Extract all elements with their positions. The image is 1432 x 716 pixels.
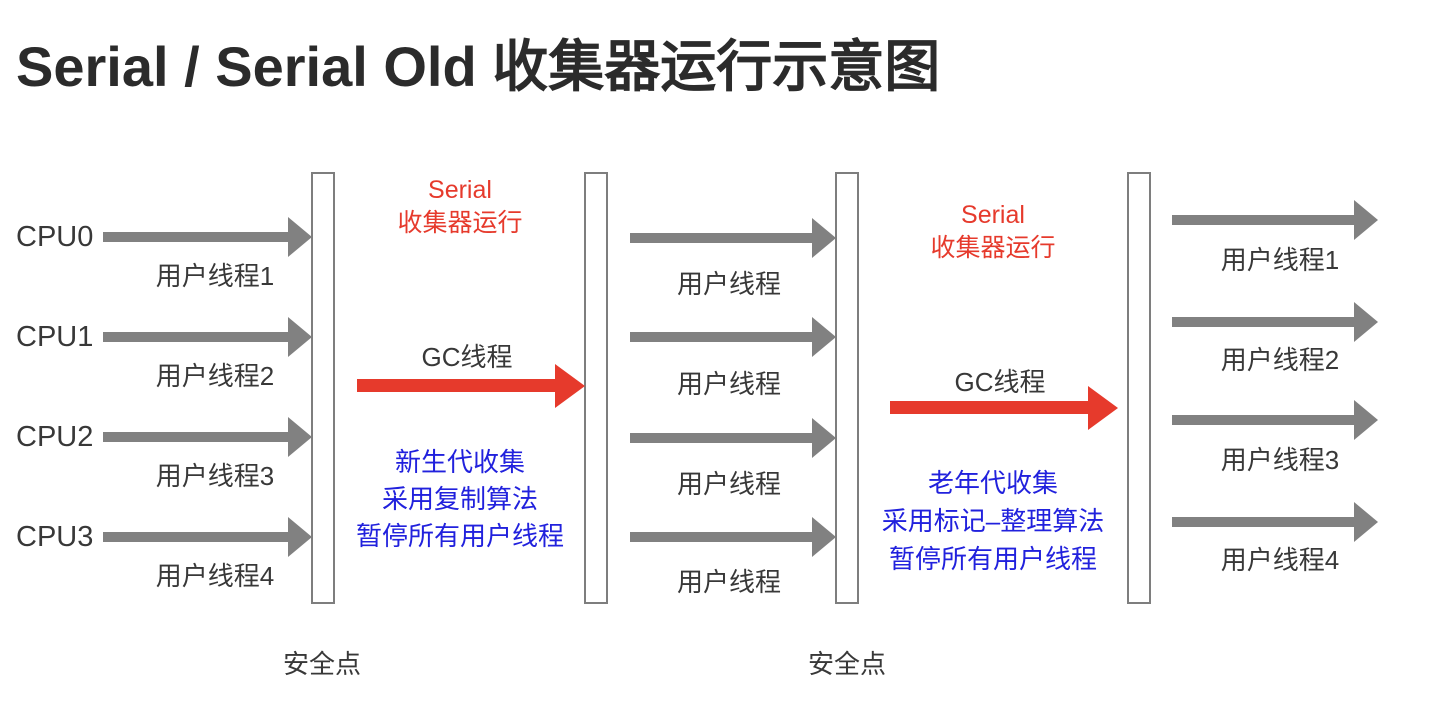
arrow-shaft: [1172, 317, 1354, 327]
user-thread-arrow: [630, 218, 836, 258]
safepoint-bar-1: [311, 172, 335, 604]
user-thread-arrow: [103, 417, 312, 457]
user-thread-arrow: [630, 418, 836, 458]
cpu-label-0: CPU0: [16, 221, 94, 253]
gc-collector-name: Serial: [428, 176, 492, 204]
arrow-shaft: [1172, 215, 1354, 225]
arrow-head-icon: [288, 317, 312, 357]
gc-notes: 老年代收集 采用标记–整理算法 暂停所有用户线程: [833, 464, 1153, 578]
arrow-head-icon: [1354, 502, 1378, 542]
gc-thread-arrow: [890, 386, 1118, 430]
user-thread-arrow: [103, 217, 312, 257]
user-thread-label: 用户线程: [676, 269, 781, 299]
arrow-shaft: [357, 379, 557, 392]
user-thread-arrow: [630, 517, 836, 557]
user-thread-label: 用户线程3: [155, 461, 275, 491]
user-thread-label: 用户线程4: [155, 561, 275, 591]
arrow-head-icon: [288, 417, 312, 457]
arrow-shaft: [103, 432, 288, 442]
user-thread-label: 用户线程2: [1220, 345, 1340, 375]
arrow-shaft: [1172, 517, 1354, 527]
arrow-head-icon: [288, 217, 312, 257]
arrow-shaft: [103, 532, 288, 542]
arrow-head-icon: [1088, 386, 1118, 430]
arrow-head-icon: [812, 317, 836, 357]
user-thread-arrow: [103, 317, 312, 357]
cpu-label-1: CPU1: [16, 321, 94, 353]
cpu-label-2: CPU2: [16, 421, 94, 453]
arrow-head-icon: [555, 364, 585, 408]
arrow-head-icon: [812, 218, 836, 258]
safepoint-bar-4: [1127, 172, 1151, 604]
safepoint-bar-3: [835, 172, 859, 604]
user-thread-label: 用户线程: [676, 369, 781, 399]
diagram-title: Serial / Serial Old 收集器运行示意图: [16, 35, 941, 98]
user-thread-arrow: [1172, 502, 1378, 542]
user-thread-label: 用户线程1: [155, 261, 275, 291]
gc-note-line: 老年代收集: [927, 468, 1058, 498]
gc-collector-subtitle: 收集器运行: [397, 209, 523, 237]
gc-notes: 新生代收集 采用复制算法 暂停所有用户线程: [310, 444, 610, 555]
arrow-head-icon: [812, 517, 836, 557]
arrow-shaft: [630, 532, 812, 542]
user-thread-arrow: [1172, 200, 1378, 240]
arrow-shaft: [630, 433, 812, 443]
arrow-head-icon: [288, 517, 312, 557]
user-thread-label: 用户线程2: [155, 361, 275, 391]
arrow-head-icon: [1354, 200, 1378, 240]
gc-section-title: Serial 收集器运行: [868, 199, 1118, 265]
arrow-shaft: [103, 232, 288, 242]
safepoint-caption-2: 安全点: [807, 649, 886, 679]
gc-note-line: 采用标记–整理算法: [881, 506, 1105, 536]
gc-note-line: 新生代收集: [394, 447, 525, 477]
user-thread-label: 用户线程: [676, 469, 781, 499]
cpu-label-3: CPU3: [16, 521, 94, 553]
arrow-shaft: [630, 332, 812, 342]
gc-note-line: 暂停所有用户线程: [355, 521, 564, 551]
gc-section-title: Serial 收集器运行: [335, 174, 585, 240]
gc-thread-arrow: [357, 364, 585, 408]
gc-note-line: 采用复制算法: [381, 484, 538, 514]
user-thread-label: 用户线程: [676, 567, 781, 597]
user-thread-arrow: [1172, 400, 1378, 440]
arrow-head-icon: [1354, 400, 1378, 440]
arrow-shaft: [890, 401, 1090, 414]
user-thread-label: 用户线程4: [1220, 545, 1340, 575]
arrow-shaft: [103, 332, 288, 342]
gc-collector-name: Serial: [961, 201, 1025, 229]
arrow-shaft: [1172, 415, 1354, 425]
arrow-shaft: [630, 233, 812, 243]
user-thread-arrow: [630, 317, 836, 357]
gc-collector-subtitle: 收集器运行: [930, 234, 1056, 262]
gc-thread-label: GC线程: [954, 367, 1046, 397]
arrow-head-icon: [1354, 302, 1378, 342]
safepoint-caption-1: 安全点: [282, 649, 361, 679]
gc-note-line: 暂停所有用户线程: [888, 544, 1097, 574]
user-thread-label: 用户线程1: [1220, 245, 1340, 275]
user-thread-label: 用户线程3: [1220, 445, 1340, 475]
user-thread-arrow: [1172, 302, 1378, 342]
gc-thread-label: GC线程: [421, 342, 513, 372]
arrow-head-icon: [812, 418, 836, 458]
user-thread-arrow: [103, 517, 312, 557]
safepoint-bar-2: [584, 172, 608, 604]
